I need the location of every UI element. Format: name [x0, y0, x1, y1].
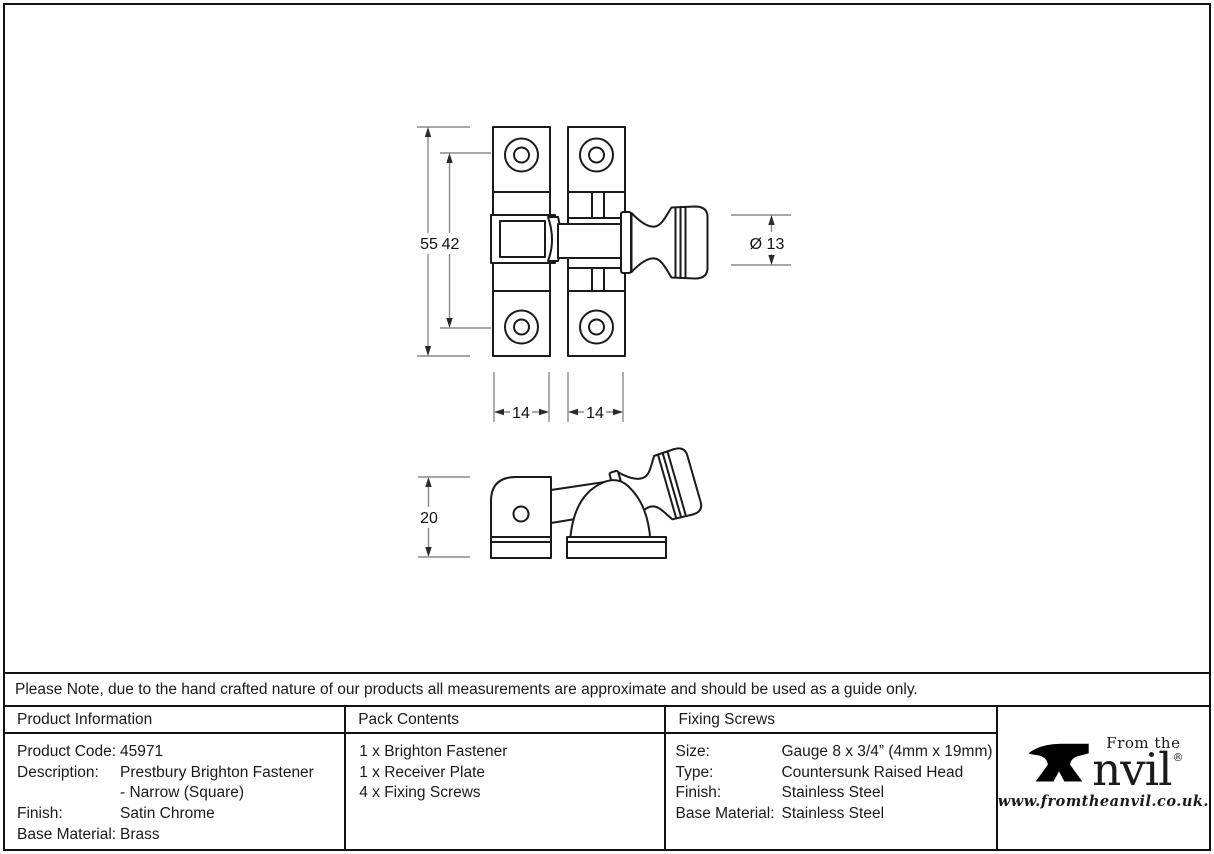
dim-14-right-label: 14 — [586, 405, 604, 422]
logo-website-url: www.fromtheanvil.co.uk. — [997, 793, 1209, 810]
pack-item: 1 x Receiver Plate — [359, 763, 485, 781]
side-cam — [569, 479, 652, 543]
registered-trademark-symbol: ® — [1172, 751, 1184, 764]
product-info-rows: Product Code: 45971 Description: Prestbu… — [5, 742, 344, 846]
fixing-screws-rows: Size: Gauge 8 x 3/4” (4mm x 19mm) Type: … — [666, 742, 995, 825]
product-information-section: Product Information Product Code: 45971 … — [5, 707, 347, 849]
field-label — [17, 783, 120, 804]
from-the-anvil-logo: From the nvil® www.fromtheanvil.co.uk. — [998, 734, 1209, 810]
field-label: Finish: — [17, 805, 63, 823]
dim-55-label: 55 — [420, 236, 438, 253]
fixing-screws-header: Fixing Screws — [666, 707, 996, 734]
pack-contents-section: Pack Contents 1 x Brighton Fastener 1 x … — [346, 707, 667, 849]
dim-20-label: 20 — [420, 510, 438, 527]
field-label: Product Code: — [17, 743, 117, 760]
measurement-note-row: Please Note, due to the hand crafted nat… — [5, 672, 1209, 705]
info-table: Product Information Product Code: 45971 … — [5, 705, 1209, 849]
field-label: Base Material: — [17, 825, 117, 843]
anvil-icon — [1028, 743, 1090, 782]
pack-item: 1 x Brighton Fastener — [359, 743, 508, 760]
side-screw-hole — [512, 505, 530, 523]
pack-contents-header: Pack Contents — [346, 707, 665, 734]
front-view — [490, 126, 709, 357]
field-value: Stainless Steel — [781, 805, 885, 823]
technical-drawing: 55 42 Ø 13 14 14 20 — [417, 126, 794, 559]
field-label: Size: — [675, 743, 710, 760]
fastener-drawing-svg: 55 42 Ø 13 14 14 20 — [417, 126, 794, 559]
pack-contents-list: 1 x Brighton Fastener 1 x Receiver Plate… — [346, 742, 664, 804]
field-value: Brass — [120, 825, 160, 843]
screw-holes — [504, 137, 614, 345]
bolt-body — [499, 220, 546, 258]
logo-brand-text: nvil® — [1092, 747, 1183, 792]
dim-14-left-label: 14 — [512, 405, 530, 422]
field-label: Type: — [675, 763, 714, 781]
logo-brand-rest: nvil — [1092, 743, 1172, 796]
measurement-note-text: Please Note, due to the hand crafted nat… — [15, 680, 918, 698]
dim-dia13-label: Ø 13 — [750, 236, 785, 253]
field-value: Stainless Steel — [781, 784, 885, 802]
product-information-header: Product Information — [5, 707, 345, 734]
dimension-labels: 55 42 Ø 13 14 14 20 — [417, 232, 794, 528]
field-value: Countersunk Raised Head — [781, 763, 964, 781]
knob-collar — [620, 211, 632, 274]
bolt-shaft — [557, 223, 623, 259]
fixing-screws-section: Fixing Screws Size: Gauge 8 x 3/4” (4mm … — [666, 707, 998, 849]
field-value: Prestbury Brighton Fastener — [120, 763, 314, 781]
field-value: Satin Chrome — [120, 805, 215, 823]
logo-tagline: From the — [1106, 734, 1181, 752]
dimension-arrows — [424, 127, 775, 557]
knob-body — [630, 205, 709, 280]
brand-logo-cell: From the nvil® www.fromtheanvil.co.uk. — [998, 707, 1209, 849]
field-value: Gauge 8 x 3/4” (4mm x 19mm) — [781, 743, 993, 760]
field-value: - Narrow (Square) — [120, 784, 245, 802]
field-label: Base Material: — [675, 805, 775, 823]
side-receiver-base — [566, 536, 667, 559]
field-value: 45971 — [120, 743, 164, 760]
pack-item: 4 x Fixing Screws — [359, 784, 481, 802]
field-label: Description: — [17, 763, 99, 781]
dim-42-label: 42 — [442, 236, 460, 253]
side-view — [490, 447, 703, 559]
field-label: Finish: — [675, 784, 722, 802]
